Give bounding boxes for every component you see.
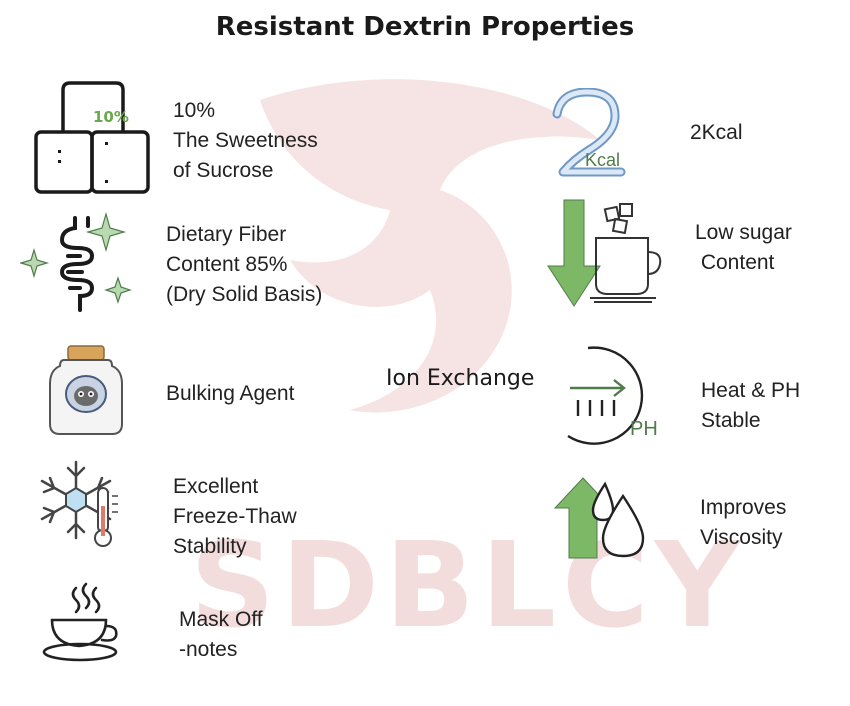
ph-badge: PH [630,418,658,440]
label-line: 2Kcal [690,121,743,144]
label-line: Heat & PH [701,379,801,402]
label-mask-off: Mask Off -notes [179,605,263,665]
watermark-dragon-shape [260,79,600,413]
label-line: Content [695,251,775,274]
intestine-icon [20,211,132,312]
jar-icon [49,345,123,435]
label-line: Excellent [173,475,259,498]
sweetness-badge: 10% [93,108,129,126]
label-line: 10% [173,99,216,122]
label-2kcal: 2Kcal [690,118,743,148]
label-heat-ph: Heat & PH Stable [701,376,800,436]
watermark-text: SDBLCY [190,516,747,654]
two-kcal-icon [552,88,626,177]
tea-cup-icon [42,582,118,662]
label-viscosity: Improves Viscosity [700,493,786,553]
label-line: The Sweetness [173,129,318,152]
sugar-cubes-icon [34,81,150,194]
label-line: -notes [179,638,238,661]
up-arrow-drops-icon [553,477,645,559]
label-line: Low sugar [695,221,792,244]
label-line: Mask Off [179,608,263,631]
label-line: Freeze-Thaw [173,505,297,528]
label-line: (Dry Solid Basis) [166,283,323,306]
label-low-sugar: Low sugar Content [695,218,792,278]
snowflake-thermometer-icon [40,460,118,547]
label-line: Improves [700,496,787,519]
label-line: of Sucrose [173,159,274,182]
label-line: Viscosity [700,526,783,549]
page-title: Resistant Dextrin Properties [215,12,635,42]
label-line: Content 85% [166,253,288,276]
down-arrow-coffee-icon [547,199,662,307]
kcal-badge: Kcal [585,150,621,170]
label-dietary-fiber: Dietary Fiber Content 85% (Dry Solid Bas… [166,220,322,310]
label-bulking-agent: Bulking Agent [166,379,294,409]
label-line: Stable [701,409,761,432]
label-line: Bulking Agent [166,382,295,405]
ion-exchange-label: Ion Exchange [386,366,535,391]
ph-stable-icon [567,346,644,445]
label-sweetness: 10% The Sweetness of Sucrose [173,96,318,186]
label-line: Dietary Fiber [166,223,287,246]
label-freeze-thaw: Excellent Freeze-Thaw Stability [173,472,297,562]
label-line: Stability [173,535,247,558]
